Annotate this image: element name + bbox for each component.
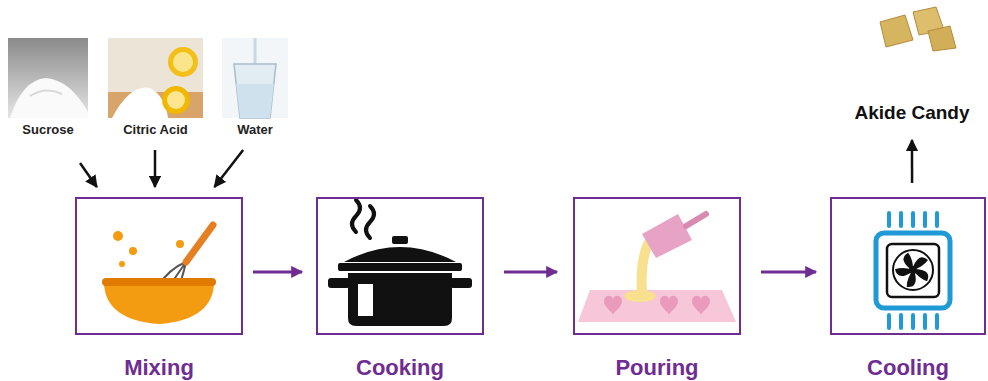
step-label: Cooking (356, 355, 444, 381)
flow-arrow (214, 150, 243, 187)
lemon (162, 86, 190, 114)
pot-handle (328, 278, 350, 288)
pouring-cup (642, 214, 692, 258)
process-frame (830, 197, 986, 335)
splash-dot (129, 247, 137, 255)
sugar-shade (30, 90, 62, 96)
whisk-wires (156, 262, 186, 294)
heart-cavity (692, 296, 710, 315)
mixing-bowl-icon (102, 225, 216, 324)
process-arrow (761, 270, 816, 273)
fan-frame (887, 244, 939, 297)
steam (366, 206, 374, 238)
bowl (104, 284, 214, 324)
pot-handle (450, 278, 472, 288)
process-arrow (504, 270, 557, 273)
lemon (168, 47, 198, 77)
glass (234, 64, 276, 118)
process-box: Mixing (75, 197, 243, 381)
step-label: Mixing (124, 355, 194, 381)
lemon-flesh (173, 52, 193, 72)
splash-dot (113, 231, 123, 241)
fan-blades (893, 252, 929, 289)
cooling-fan-icon (876, 213, 950, 328)
heart-cavity (604, 296, 622, 315)
pot-lid (344, 247, 456, 262)
lid-knob (392, 236, 408, 244)
whisk-handle (186, 225, 213, 262)
steam (352, 200, 360, 232)
photo-background (8, 38, 88, 118)
step-label: Cooling (867, 355, 949, 381)
syrup-pool (624, 290, 656, 302)
process-frame (573, 197, 741, 335)
process-box: Pouring (573, 197, 741, 381)
candy-piece (928, 26, 956, 51)
water-stream (254, 38, 257, 84)
splash-dot (119, 261, 125, 267)
bowl-rim (102, 278, 216, 286)
sucrose-photo (8, 38, 88, 118)
picture-label: Citric Acid (123, 122, 188, 138)
pouring-icon (578, 214, 736, 322)
chip-pins (889, 213, 937, 328)
candy-piece (913, 7, 944, 35)
candy-pieces (880, 7, 956, 51)
citric-acid-photo (108, 38, 203, 118)
picture-label: Sucrose (22, 122, 73, 138)
flow-arrow (80, 163, 97, 187)
splash-dot (176, 240, 184, 248)
cooking-pot-icon (328, 200, 472, 326)
cup-handle (686, 214, 706, 226)
heart-cavity (660, 296, 678, 315)
water-photo (222, 38, 288, 118)
water-in-glass (236, 84, 274, 118)
ingredient-photo: Sucrose (8, 38, 88, 138)
product-photo: Akide Candy (838, 0, 986, 124)
picture-label: Water (237, 122, 273, 138)
pot-body (348, 273, 452, 326)
fan-ring (893, 250, 933, 290)
flow-arrow (911, 140, 914, 183)
photo-background (108, 38, 203, 118)
pot-highlight (358, 284, 373, 316)
picture-label: Akide Candy (854, 102, 969, 124)
process-frame (75, 197, 243, 335)
sugar-pile (10, 78, 88, 118)
lemon-flesh (167, 91, 185, 109)
process-frame (316, 197, 484, 335)
process-box: Cooking (316, 197, 484, 381)
ingredient-photo: Citric Acid (108, 38, 203, 138)
candy-mold (578, 290, 736, 322)
pot-rim (338, 263, 462, 271)
process-arrow (253, 270, 302, 273)
ingredient-photo: Water (222, 38, 288, 138)
acid-powder (112, 88, 168, 118)
step-label: Pouring (615, 355, 698, 381)
flow-arrow (154, 150, 157, 187)
cutting-board (108, 92, 203, 118)
candy-piece (880, 15, 913, 47)
photo-background (222, 38, 288, 118)
process-box: Cooling (830, 197, 986, 381)
chip-body (876, 233, 950, 308)
poured-syrup (642, 244, 648, 292)
